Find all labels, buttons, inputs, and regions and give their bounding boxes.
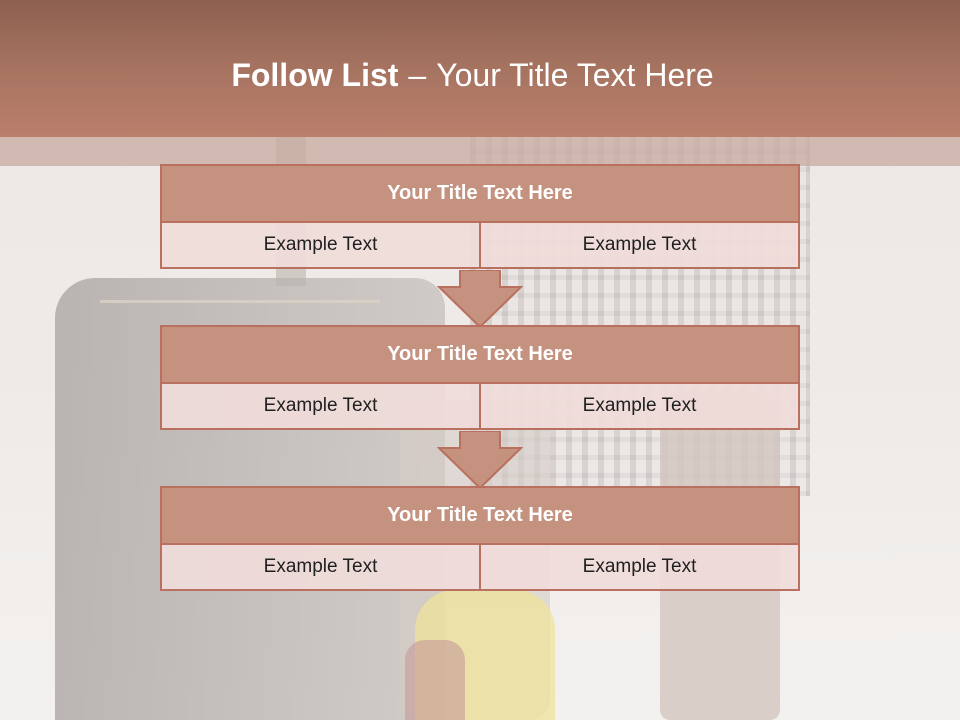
- down-arrow-icon: [437, 270, 523, 329]
- block-cell-right[interactable]: Example Text: [479, 384, 798, 428]
- block-cell-right[interactable]: Example Text: [479, 545, 798, 589]
- title-bar-band: [0, 137, 960, 166]
- block-title[interactable]: Your Title Text Here: [162, 488, 798, 545]
- block-cell-right[interactable]: Example Text: [479, 223, 798, 267]
- block-cell-left[interactable]: Example Text: [162, 545, 479, 589]
- slide-title: Follow List–Your Title Text Here: [0, 55, 945, 95]
- block-title[interactable]: Your Title Text Here: [162, 327, 798, 384]
- block-row: Example Text Example Text: [162, 223, 798, 267]
- list-block-1[interactable]: Your Title Text Here Example Text Exampl…: [160, 164, 800, 269]
- title-rest: Your Title Text Here: [436, 57, 714, 93]
- title-bar: [0, 0, 960, 137]
- block-cell-left[interactable]: Example Text: [162, 223, 479, 267]
- red-clothing: [405, 640, 465, 720]
- block-title[interactable]: Your Title Text Here: [162, 166, 798, 223]
- down-arrow-icon: [437, 431, 523, 490]
- title-dash: –: [408, 57, 427, 93]
- title-bold: Follow List: [231, 57, 399, 93]
- list-block-3[interactable]: Your Title Text Here Example Text Exampl…: [160, 486, 800, 591]
- block-row: Example Text Example Text: [162, 384, 798, 428]
- block-cell-left[interactable]: Example Text: [162, 384, 479, 428]
- list-block-2[interactable]: Your Title Text Here Example Text Exampl…: [160, 325, 800, 430]
- block-row: Example Text Example Text: [162, 545, 798, 589]
- suitcase-zipper: [100, 300, 380, 303]
